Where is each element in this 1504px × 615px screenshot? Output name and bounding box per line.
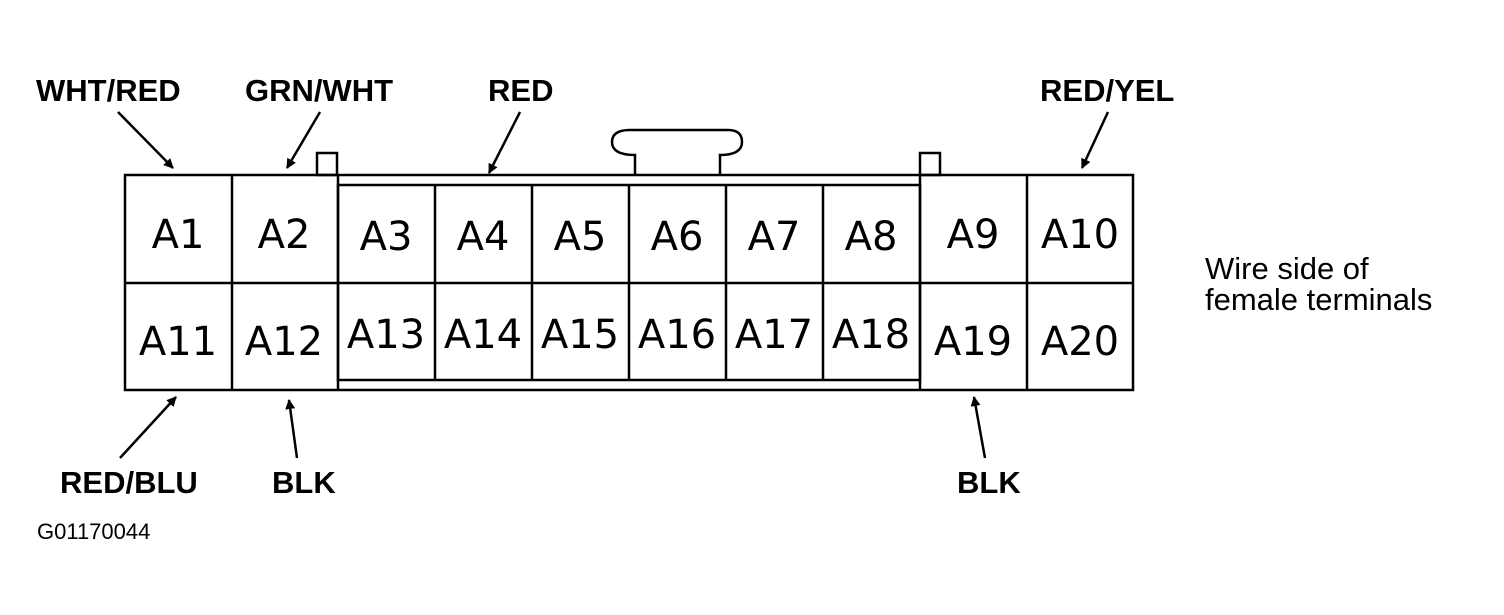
pin-a2: A2 (258, 212, 311, 258)
pin-a1: A1 (152, 212, 205, 258)
connector-latch (610, 128, 744, 175)
arrow-a10 (1080, 111, 1110, 169)
pin-a12: A12 (245, 319, 323, 365)
arrow-a2 (285, 111, 322, 169)
pin-a5: A5 (554, 214, 607, 260)
arrow-a4 (487, 111, 522, 174)
pin-a11: A11 (139, 319, 217, 365)
pin-a19: A19 (934, 319, 1012, 365)
wire-label-a1: WHT/RED (36, 73, 181, 108)
figure-id: G01170044 (37, 519, 150, 544)
pin-a10: A10 (1041, 212, 1119, 258)
note-line-1: Wire side of (1205, 251, 1369, 286)
wire-label-a4: RED (488, 73, 553, 108)
arrow-a19 (970, 396, 987, 459)
arrow-a11 (119, 396, 177, 459)
wire-label-a2: GRN/WHT (245, 73, 393, 108)
pin-a3: A3 (360, 214, 413, 260)
pin-a6: A6 (651, 214, 704, 260)
arrow-a1 (117, 111, 174, 169)
wire-label-a12: BLK (272, 465, 336, 500)
arrow-a12 (285, 399, 299, 459)
pin-a4: A4 (457, 214, 510, 260)
wire-label-a10: RED/YEL (1040, 73, 1174, 108)
note-line-2: female terminals (1205, 282, 1432, 317)
connector-key-right (918, 151, 942, 177)
pin-a20: A20 (1041, 319, 1119, 365)
wire-label-a11: RED/BLU (60, 465, 198, 500)
pin-a18: A18 (832, 312, 910, 358)
wire-label-a19: BLK (957, 465, 1021, 500)
pin-a15: A15 (541, 312, 619, 358)
pin-a17: A17 (735, 312, 813, 358)
connector-key-left (315, 151, 339, 177)
pin-a16: A16 (638, 312, 716, 358)
pin-a8: A8 (845, 214, 898, 260)
pin-a9: A9 (947, 212, 1000, 258)
pin-a14: A14 (444, 312, 522, 358)
pin-a13: A13 (347, 312, 425, 358)
pin-a7: A7 (748, 214, 801, 260)
